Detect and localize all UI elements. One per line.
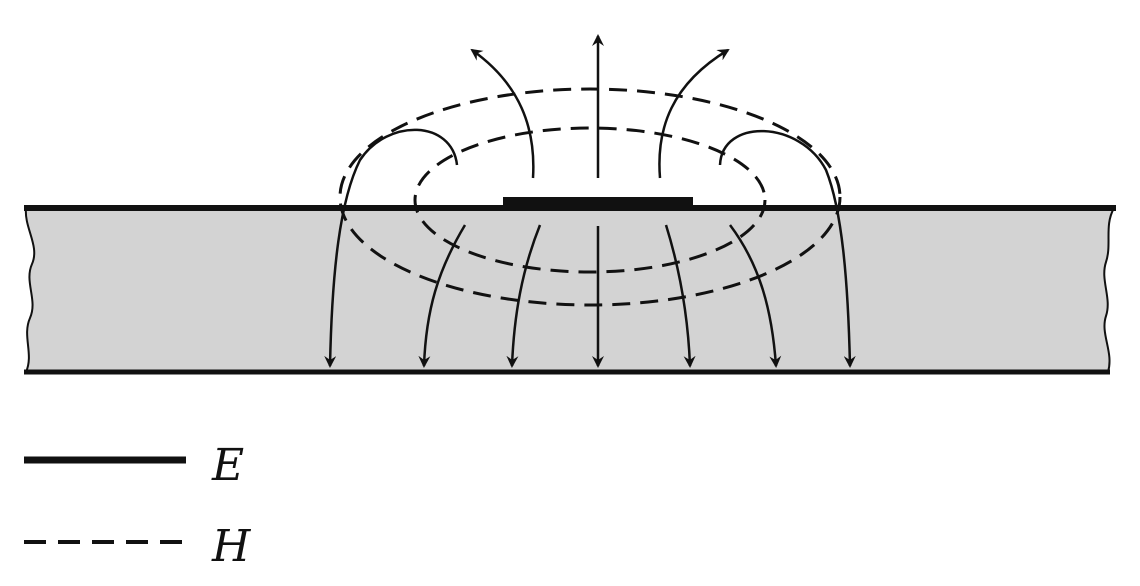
h-field-loop-outer [338, 87, 842, 307]
dielectric-substrate [24, 207, 1116, 373]
e-field-line-down-3 [664, 224, 696, 368]
h-field-loop-inner [413, 126, 767, 274]
e-field-line-down-4 [728, 224, 782, 368]
microstrip-conductor [503, 197, 693, 210]
e-field-line-down-1 [418, 224, 467, 368]
e-field-line-down-2 [506, 224, 542, 368]
e-field-lines [324, 34, 856, 368]
h-field-lines [338, 87, 842, 307]
e-field-line-fringe-left [324, 128, 459, 368]
e-field-line-up-left [470, 48, 535, 179]
legend-h-label: H [211, 521, 252, 572]
legend: E H [24, 440, 252, 572]
legend-e-label: E [211, 440, 244, 491]
e-field-line-fringe-right [718, 129, 856, 368]
e-field-line-up-right [658, 48, 730, 179]
